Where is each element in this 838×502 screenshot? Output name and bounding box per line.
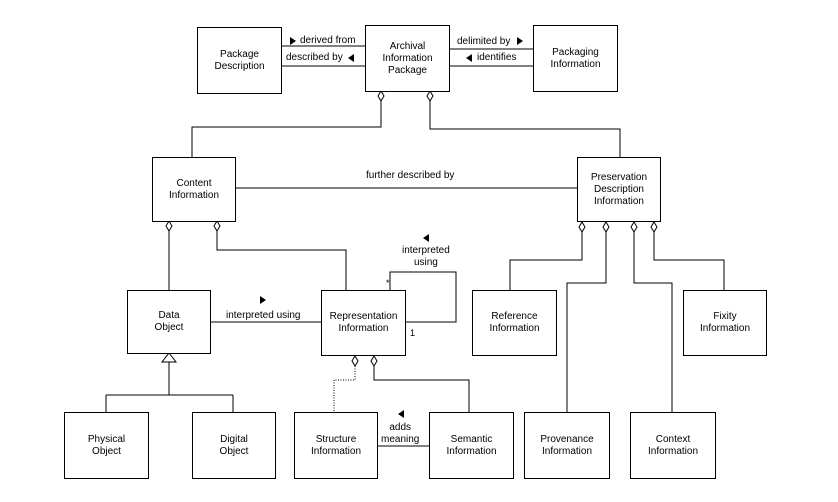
- line-pdi-provenance: [566, 222, 607, 412]
- arrow-described-by: [348, 54, 354, 62]
- content-information-label: Content Information: [168, 177, 220, 201]
- node-context-information: Context Information: [630, 412, 716, 479]
- node-packaging-information: Packaging Information: [533, 25, 618, 92]
- label-interpreted-using-self: interpreted using: [402, 245, 450, 268]
- arrow-identifies: [466, 54, 472, 62]
- line-representation-structure: [333, 366, 356, 412]
- line-pdi-fixity: [653, 222, 725, 290]
- diamond-pdi-fixity: [650, 221, 658, 233]
- generalization-triangle: [160, 352, 178, 363]
- node-package-description: Package Description: [197, 27, 282, 94]
- data-object-label: Data Object: [154, 310, 184, 333]
- node-structure-information: Structure Information: [294, 412, 378, 479]
- label-multiplicity-star: *: [386, 278, 390, 288]
- diamond-representation-structure: [351, 355, 359, 367]
- arrow-interpreted-using: [260, 296, 266, 304]
- label-described-by: described by: [286, 52, 343, 63]
- node-physical-object: Physical Object: [64, 412, 149, 479]
- line-pdi-context: [633, 222, 673, 412]
- structure-information-label: Structure Information: [310, 433, 362, 457]
- representation-information-label: Representation Information: [329, 311, 398, 334]
- archival-information-package-label: Archival Information Package: [382, 40, 433, 76]
- node-content-information: Content Information: [152, 157, 236, 222]
- digital-object-label: Digital Object: [219, 433, 249, 457]
- package-description-label: Package Description: [214, 48, 265, 72]
- diamond-aip-content: [377, 90, 385, 102]
- physical-object-label: Physical Object: [87, 433, 126, 457]
- diamond-content-data-object: [165, 220, 173, 232]
- diamond-aip-pdi: [426, 90, 434, 102]
- fixity-information-label: Fixity Information: [699, 311, 751, 334]
- label-interpreted-using: interpreted using: [226, 310, 301, 321]
- label-adds-meaning: adds meaning: [381, 422, 420, 445]
- line-pdi-reference: [509, 222, 583, 290]
- line-aip-content: [191, 101, 382, 157]
- reference-information-label: Reference Information: [489, 311, 540, 334]
- label-derived-from: derived from: [300, 35, 356, 46]
- preservation-description-information-label: Preservation Description Information: [590, 171, 648, 207]
- diamond-content-representation: [213, 220, 221, 232]
- node-preservation-description-information: Preservation Description Information: [577, 157, 661, 222]
- semantic-information-label: Semantic Information: [446, 433, 497, 457]
- arrow-delimited-by: [517, 37, 523, 45]
- line-representation-semantic: [373, 366, 470, 412]
- node-provenance-information: Provenance Information: [524, 412, 610, 479]
- label-identifies: identifies: [477, 52, 517, 63]
- diamond-pdi-context: [630, 221, 638, 233]
- node-fixity-information: Fixity Information: [683, 290, 767, 356]
- line-representation-self-loop: [389, 271, 457, 323]
- packaging-information-label: Packaging Information: [550, 46, 601, 70]
- label-further-described-by: further described by: [366, 170, 455, 181]
- label-multiplicity-one: 1: [410, 328, 416, 338]
- node-digital-object: Digital Object: [192, 412, 276, 479]
- provenance-information-label: Provenance Information: [540, 433, 594, 457]
- arrow-adds-meaning: [398, 410, 404, 418]
- node-representation-information: Representation Information: [321, 290, 406, 356]
- diamond-pdi-provenance: [602, 221, 610, 233]
- line-content-representation: [216, 231, 347, 290]
- node-archival-information-package: Archival Information Package: [365, 25, 450, 92]
- diamond-pdi-reference: [578, 221, 586, 233]
- node-semantic-information: Semantic Information: [429, 412, 514, 479]
- diamond-representation-semantic: [370, 355, 378, 367]
- arrow-interpreted-using-self: [423, 234, 429, 242]
- label-delimited-by: delimited by: [457, 36, 511, 47]
- node-data-object: Data Object: [127, 290, 211, 354]
- line-aip-pdi: [429, 101, 621, 157]
- node-reference-information: Reference Information: [472, 290, 557, 356]
- context-information-label: Context Information: [647, 433, 699, 457]
- arrow-derived-from: [290, 37, 296, 45]
